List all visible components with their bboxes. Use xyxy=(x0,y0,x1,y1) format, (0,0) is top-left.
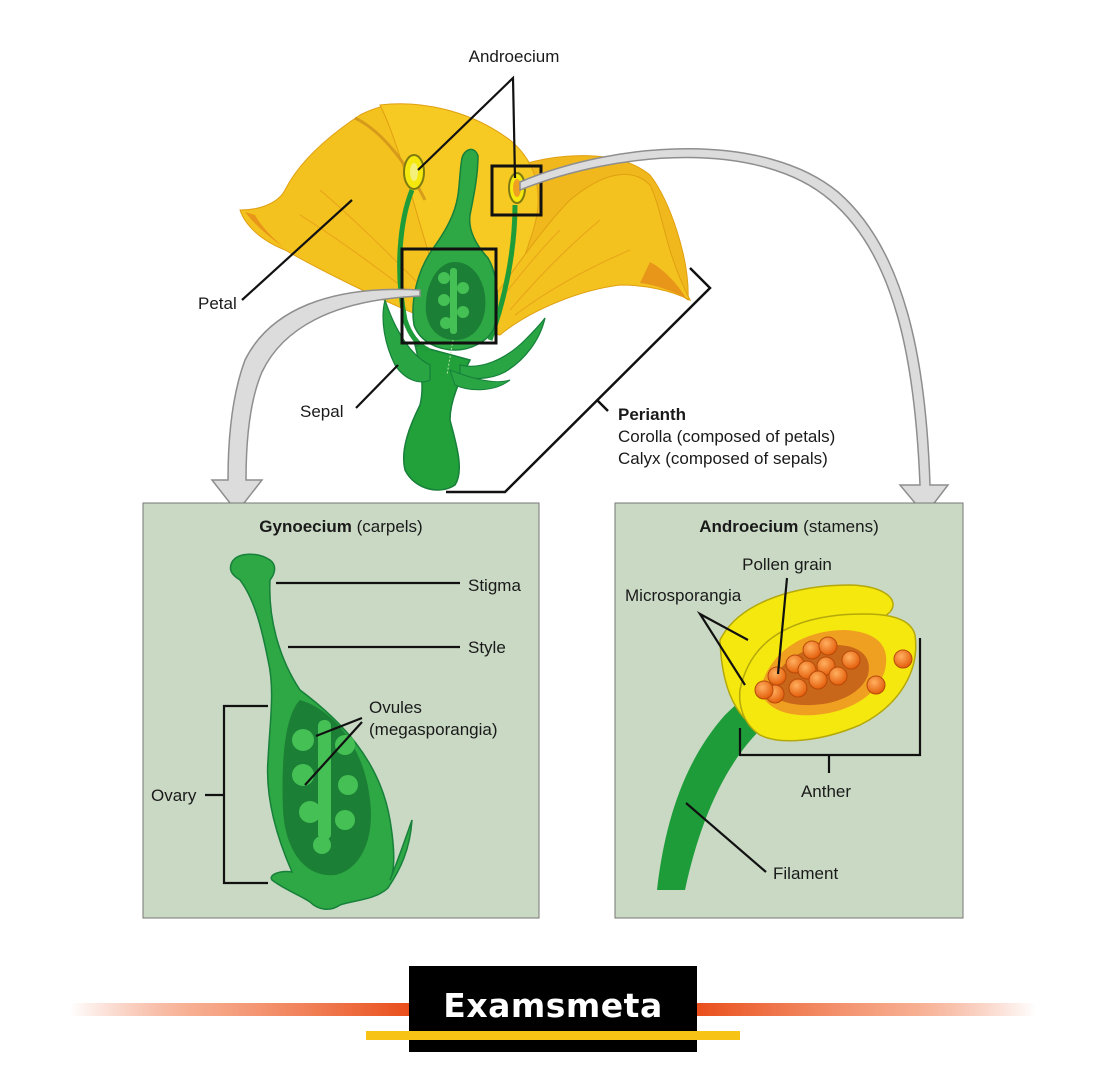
highlight-box-anther xyxy=(490,164,543,217)
gynoecium-panel: Gynoecium (carpels) Stigma Style Ovules … xyxy=(142,502,540,919)
label-androecium-top: Androecium xyxy=(469,47,560,66)
pollen-grains xyxy=(754,636,913,704)
label-megasporangia: (megasporangia) xyxy=(369,720,498,739)
brand-underline xyxy=(366,1031,740,1040)
label-perianth-calyx: Calyx (composed of sepals) xyxy=(618,449,828,468)
label-stigma: Stigma xyxy=(468,576,521,595)
brand-band-right xyxy=(696,1003,1036,1016)
label-microsporangia: Microsporangia xyxy=(625,586,742,605)
label-filament: Filament xyxy=(773,864,838,883)
label-sepal: Sepal xyxy=(300,402,343,421)
ovules xyxy=(292,720,358,854)
label-ovules: Ovules xyxy=(369,698,422,717)
brand-band-left xyxy=(70,1003,410,1016)
flower-illustration xyxy=(239,103,692,491)
label-pollen-grain: Pollen grain xyxy=(742,555,832,574)
petal-right xyxy=(469,173,692,336)
brand-footer: Examsmeta xyxy=(70,966,1036,1052)
label-ovary: Ovary xyxy=(151,786,197,805)
gynoecium-panel-title: Gynoecium (carpels) xyxy=(259,517,422,536)
label-perianth-title: Perianth xyxy=(618,405,686,424)
top-leader-lines xyxy=(241,75,517,409)
label-perianth-corolla: Corolla (composed of petals) xyxy=(618,427,835,446)
label-anther: Anther xyxy=(801,782,851,801)
androecium-panel: Androecium (stamens) xyxy=(614,502,964,919)
arrow-to-gynoecium xyxy=(210,288,421,514)
androecium-panel-title: Androecium (stamens) xyxy=(699,517,878,536)
brand-logo-text: Examsmeta xyxy=(443,986,662,1025)
label-petal: Petal xyxy=(198,294,237,313)
perianth-bracket xyxy=(446,267,712,494)
arrow-to-androecium xyxy=(519,148,950,517)
label-style: Style xyxy=(468,638,506,657)
sepal-right xyxy=(459,317,546,379)
